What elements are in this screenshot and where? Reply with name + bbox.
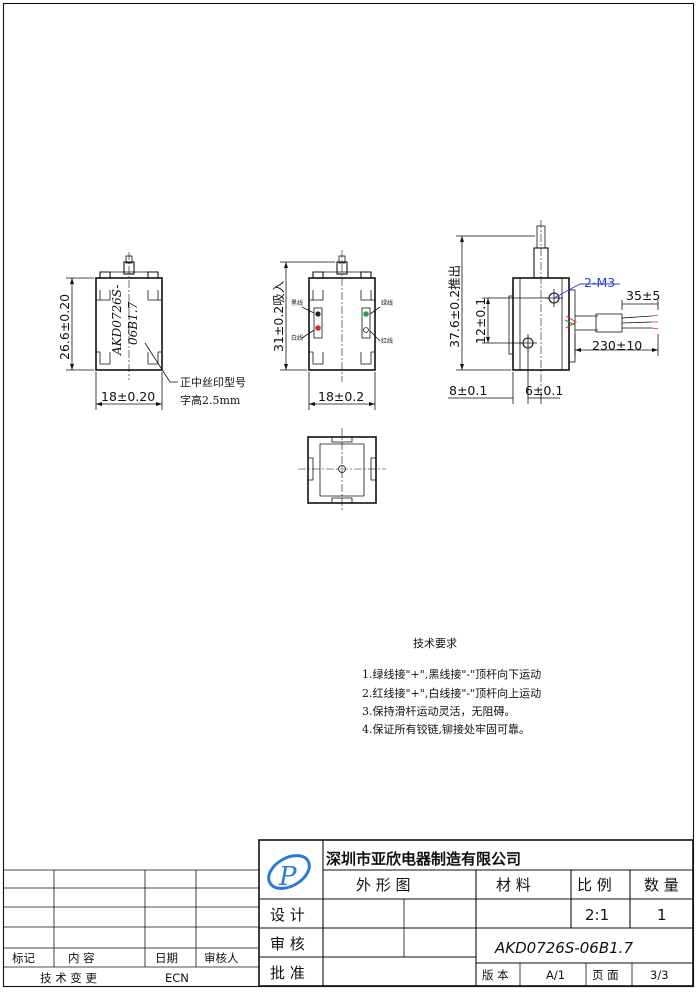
side-thread-label: 2-M3 [584,275,615,290]
front-callout-line1: 正中丝印型号 [180,375,246,389]
company-name: 深圳市亚欣电器制造有限公司 [326,850,521,868]
rev-ecn-label: ECN [165,971,189,985]
tech-item-1: 1.绿线接"+",黑线接"-"顶杆向下运动 [362,667,541,681]
tech-item-2: 2.红线接"+",白线接"-"顶杆向上运动 [362,686,541,700]
front-height-dim: 26.6±0.20 [57,294,72,360]
side-strip-dim: 35±5 [626,288,660,303]
middle-view: 黑线 白线 绿线 红线 31±0.2吸入 18±0.2 [271,250,393,410]
tech-item-3: 3.保持滑杆运动灵活，无阻碍。 [362,704,516,718]
scale-label: 比 例 [577,876,612,894]
middle-height-dim: 31±0.2吸入 [271,280,286,352]
front-marking-line2: 06B1.7 [126,301,140,345]
tech-requirements: 技术要求 1.绿线接"+",黑线接"-"顶杆向下运动 2.红线接"+",白线接"… [362,637,541,736]
middle-label-red: 红线 [381,337,393,345]
drawing-border [2,2,695,988]
front-callout-line2: 字高2.5mm [180,393,241,407]
front-marking-line1: AKD0726S- [110,284,124,356]
revision-table: 标记 内 容 日期 审核人 技 术 变 更 ECN [3,869,259,985]
side-height-dim: 37.6±0.2推出 [447,265,462,348]
middle-label-black: 黑线 [291,299,303,307]
material-label: 材 料 [496,876,531,894]
page-label: 页 面 [592,968,619,982]
scale-value: 2:1 [585,906,609,924]
title-block: 深圳市亚欣电器制造有限公司 P 外 形 图 材 料 比 例 数 量 设 计 2:… [258,839,694,987]
rev-change-label: 技 术 变 更 [40,971,97,985]
rev-header-date: 日期 [155,951,178,965]
side-hole-dim: 12±0.1 [473,298,488,344]
side-hole-offset-dim: 6±0.1 [525,383,563,398]
middle-green-wire-dot [363,311,369,317]
rev-header-mark: 标记 [12,951,35,965]
check-label: 审 核 [270,935,305,953]
side-view: 2-M3 35±5 230±10 37.6±0.2推出 12±0.1 8±0.1… [447,220,660,404]
rev-header-content: 内 容 [68,951,95,965]
rev-label: 版 本 [482,968,509,982]
logo-letter: P [278,862,297,892]
bottom-view [298,428,386,512]
drawing-name: 外 形 图 [356,876,411,894]
tech-item-4: 4.保证所有铰链,铆接处牢固可靠。 [362,722,530,736]
front-view: AKD0726S- 06B1.7 正中丝印型号 字高2.5mm 26.6±0.2… [57,252,246,410]
middle-label-green: 绿线 [381,299,393,307]
rev-header-reviewer: 审核人 [204,951,239,965]
part-number: AKD0726S-06B1.7 [494,939,633,957]
rev-value: A/1 [546,968,565,982]
page-value: 3/3 [650,968,669,982]
qty-label: 数 量 [644,876,679,894]
tech-title: 技术要求 [413,637,457,650]
approve-label: 批 准 [270,964,305,982]
front-width-dim: 18±0.20 [101,389,155,404]
side-lead-dim: 230±10 [592,338,642,353]
middle-red-wire-dot [315,325,321,331]
middle-label-white: 白线 [291,334,303,342]
side-offset-dim: 8±0.1 [449,383,487,398]
middle-width-dim: 18±0.2 [318,389,364,404]
qty-value: 1 [657,906,667,924]
design-label: 设 计 [270,906,305,924]
company-logo: P [267,854,311,892]
